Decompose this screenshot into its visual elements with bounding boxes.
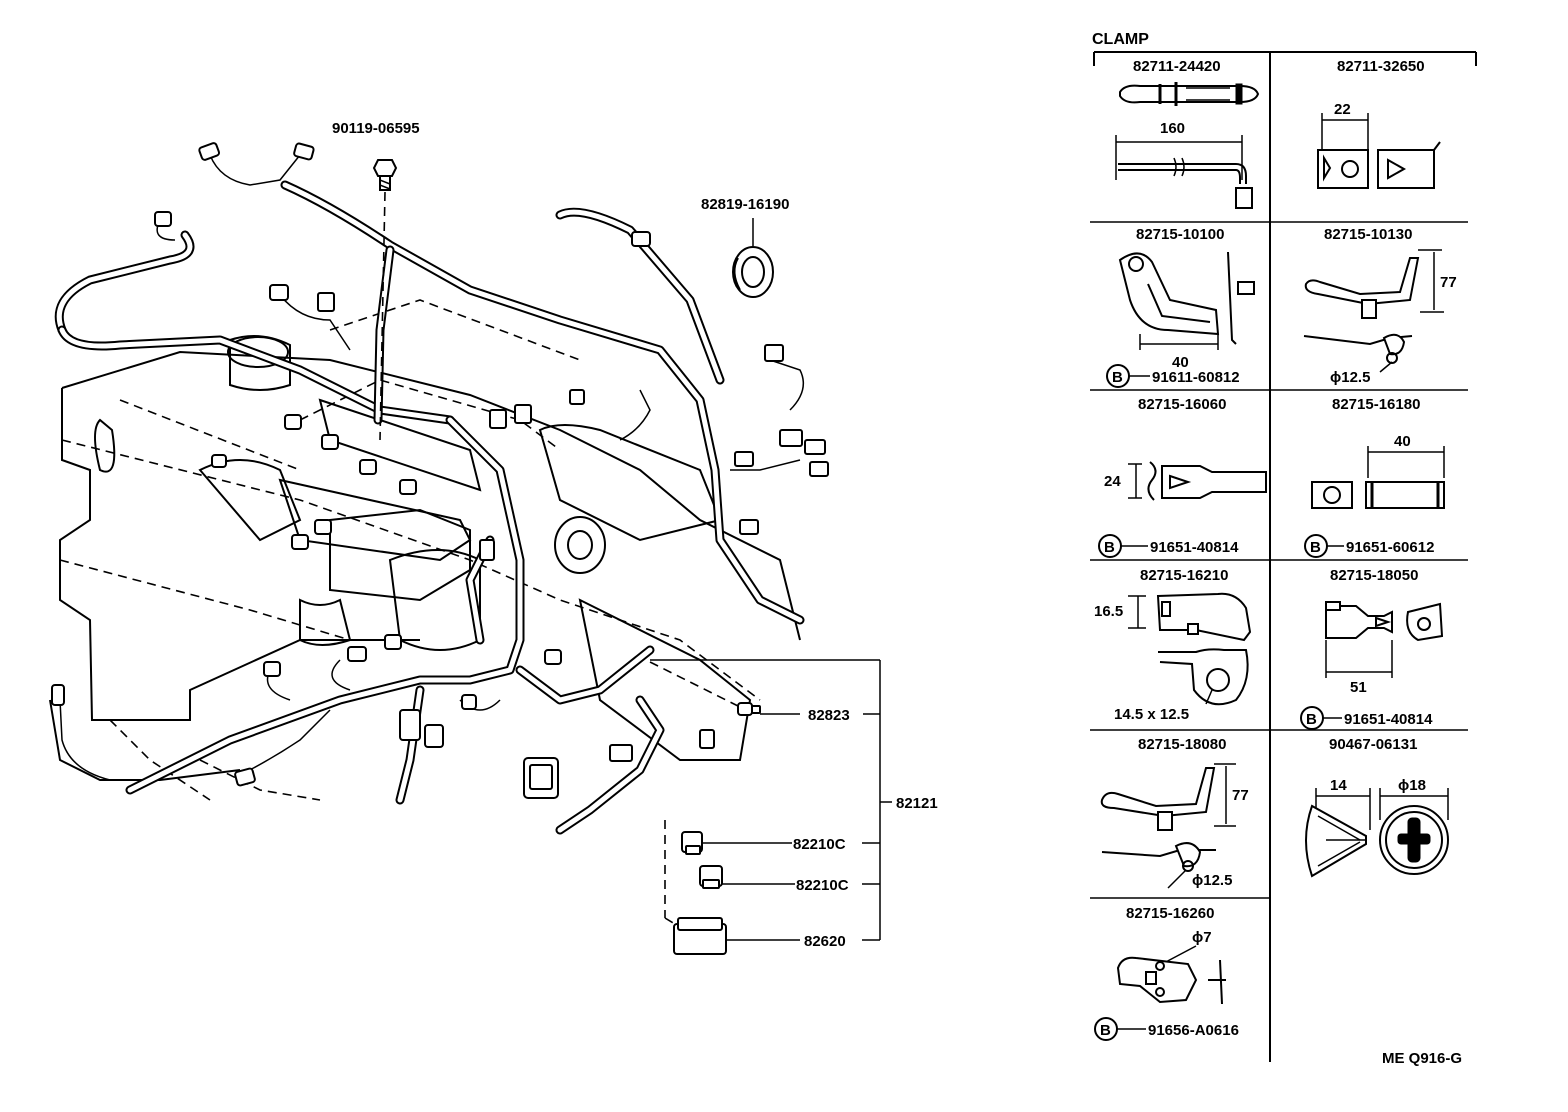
clamp-part-number: 82715-18080 (1138, 736, 1226, 753)
callout-grommet: 82819-16190 (701, 196, 789, 213)
dim-height: 77 (1440, 274, 1457, 291)
clamp-cell-82715-16060: 82715-16060 24 B 91651-40814 (1098, 396, 1267, 558)
clamp-cell-82715-16210: 82715-16210 16.5 14.5 x 12.5 (1094, 567, 1252, 723)
bolt-marker: B (1310, 539, 1321, 556)
dim-diameter: ϕ12.5 (1192, 872, 1232, 889)
dim-width: 40 (1172, 354, 1189, 371)
bolt-marker: B (1104, 539, 1115, 556)
clamp-part-number: 82715-18050 (1330, 567, 1418, 584)
clamp-part-number: 82715-10130 (1324, 226, 1412, 243)
dim-length: 160 (1160, 120, 1185, 137)
connectors (51, 142, 829, 799)
dim-height: 24 (1104, 473, 1121, 490)
engine-illustration (49, 142, 829, 955)
callout-bolt: 90119-06595 (332, 120, 420, 137)
cover-82210C-a-drawing (681, 831, 703, 855)
clamp-bolt-number: 91651-40814 (1344, 711, 1433, 728)
dim-height: 77 (1232, 787, 1249, 804)
callout-connector-82823: 82823 (808, 707, 850, 724)
cover-82210C-b-drawing (699, 865, 723, 889)
clamp-cell-82711-32650: 82711-32650 22 (1317, 58, 1441, 189)
clamp-bolt-number: 91611-60812 (1152, 369, 1240, 386)
clamp-cell-82711-24420: 82711-24420 160 (1115, 58, 1260, 209)
clamp-part-number: 82715-10100 (1136, 226, 1224, 243)
callout-harness-assy: 82121 (896, 795, 938, 812)
clamp-part-number: 82715-16060 (1138, 396, 1226, 413)
clamp-cell-82715-18080: 82715-18080 77 ϕ12.5 (1100, 736, 1249, 889)
dim-hole-size: 14.5 x 12.5 (1114, 706, 1189, 723)
dim-width: 51 (1350, 679, 1367, 696)
callout-cover-b: 82210C (796, 877, 849, 894)
figure-code: ME Q916-G (1382, 1050, 1462, 1067)
clamp-part-number: 82715-16180 (1332, 396, 1420, 413)
block-82620-drawing (664, 820, 727, 955)
connector-82823-drawing (649, 661, 761, 716)
bolt-marker: B (1100, 1022, 1111, 1039)
clamp-cell-82715-10100: 82715-10100 40 B 91611-60812 (1106, 226, 1255, 388)
callout-cover-a: 82210C (793, 836, 846, 853)
clamp-bolt-number: 91656-A0616 (1148, 1022, 1239, 1039)
dim-diameter: ϕ18 (1398, 777, 1426, 794)
callout-lines (650, 218, 892, 941)
dim-width: 22 (1334, 101, 1351, 118)
dim-height: 16.5 (1094, 603, 1123, 620)
dim-width: 40 (1394, 433, 1411, 450)
wiring-harness (54, 180, 805, 835)
clamp-part-number: 82711-32650 (1337, 58, 1425, 75)
dim-length: 14 (1330, 777, 1347, 794)
clamp-cell-82715-10130: 82715-10130 77 ϕ12.5 (1303, 226, 1457, 386)
grommet-82819-16190-drawing (732, 246, 774, 298)
bolt-marker: B (1112, 369, 1123, 386)
clamp-cell-82715-16260: 82715-16260 ϕ7 B 91656-A0616 (1094, 905, 1239, 1041)
clamp-bolt-number: 91651-40814 (1150, 539, 1239, 556)
clamp-cell-82715-16180: 82715-16180 40 B 91651-60612 (1304, 396, 1445, 558)
clamp-table: CLAMP (1090, 31, 1477, 1062)
clamp-bolt-number: 91651-60612 (1346, 539, 1434, 556)
clamp-table-title: CLAMP (1092, 31, 1149, 48)
clamp-part-number: 82711-24420 (1133, 58, 1221, 75)
clamp-part-number: 90467-06131 (1329, 736, 1417, 753)
bolt-marker: B (1306, 711, 1317, 728)
clamp-part-number: 82715-16210 (1140, 567, 1228, 584)
callout-block: 82620 (804, 933, 846, 950)
clamp-part-number: 82715-16260 (1126, 905, 1214, 922)
clamp-cell-82715-18050: 82715-18050 51 B 91651-40814 (1300, 567, 1444, 730)
dim-diameter: ϕ12.5 (1330, 369, 1370, 386)
clamp-cell-90467-06131: 90467-06131 14 ϕ18 (1305, 736, 1449, 878)
dim-diameter: ϕ7 (1192, 929, 1212, 946)
bolt-90119-06595-drawing (372, 159, 398, 441)
